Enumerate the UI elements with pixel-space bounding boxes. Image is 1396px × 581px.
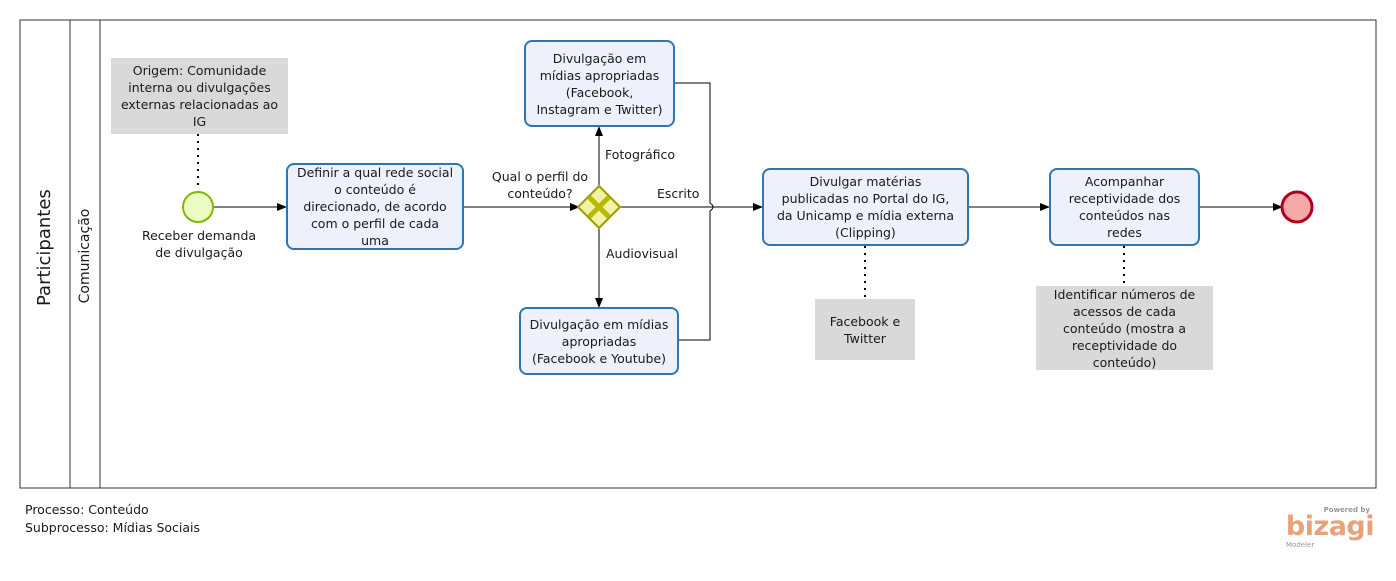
task-photo-publish[interactable]: Divulgação em mídias apropriadas (Facebo… xyxy=(524,40,675,127)
lane-label: Comunicação xyxy=(77,208,93,304)
start-event-label: Receber demanda de divulgação xyxy=(141,228,257,260)
logo-brand: bizagi xyxy=(1285,511,1375,542)
pool-label: Participantes xyxy=(34,189,55,306)
annotation-origin: Origem: Comunidade interna ou divulgaçõe… xyxy=(111,58,288,134)
footer-subprocess: Subprocesso: Mídias Sociais xyxy=(25,520,201,535)
annotation-identify: Identificar números de acessos de cada c… xyxy=(1036,286,1213,370)
exclusive-gateway[interactable] xyxy=(576,184,622,230)
flow-label-photo: Fotográfico xyxy=(605,147,676,162)
flow-label-written: Escrito xyxy=(657,186,700,201)
bizagi-logo: Powered by bizagi Modeler xyxy=(1284,506,1375,551)
task-define-network[interactable]: Definir a qual rede social o conteúdo é … xyxy=(286,163,464,250)
task-follow-reception[interactable]: Acompanhar receptividade dos conteúdos n… xyxy=(1049,168,1200,246)
task-av-publish[interactable]: Divulgação em mídias apropriadas (Facebo… xyxy=(519,307,679,375)
annotation-fb-twitter: Facebook e Twitter xyxy=(815,299,915,360)
footer-process: Processo: Conteúdo xyxy=(25,502,149,517)
logo-product: Modeler xyxy=(1286,541,1315,549)
flow-photo-to-written xyxy=(675,82,714,341)
task-written-publish[interactable]: Divulgar matérias publicadas no Portal d… xyxy=(762,168,969,246)
logo-powered-by: Powered by xyxy=(1323,506,1370,514)
end-event[interactable] xyxy=(1280,190,1314,224)
start-event[interactable] xyxy=(182,191,214,223)
flow-label-av: Audiovisual xyxy=(606,246,678,261)
gateway-label: Qual o perfil do conteúdo? xyxy=(491,169,589,201)
